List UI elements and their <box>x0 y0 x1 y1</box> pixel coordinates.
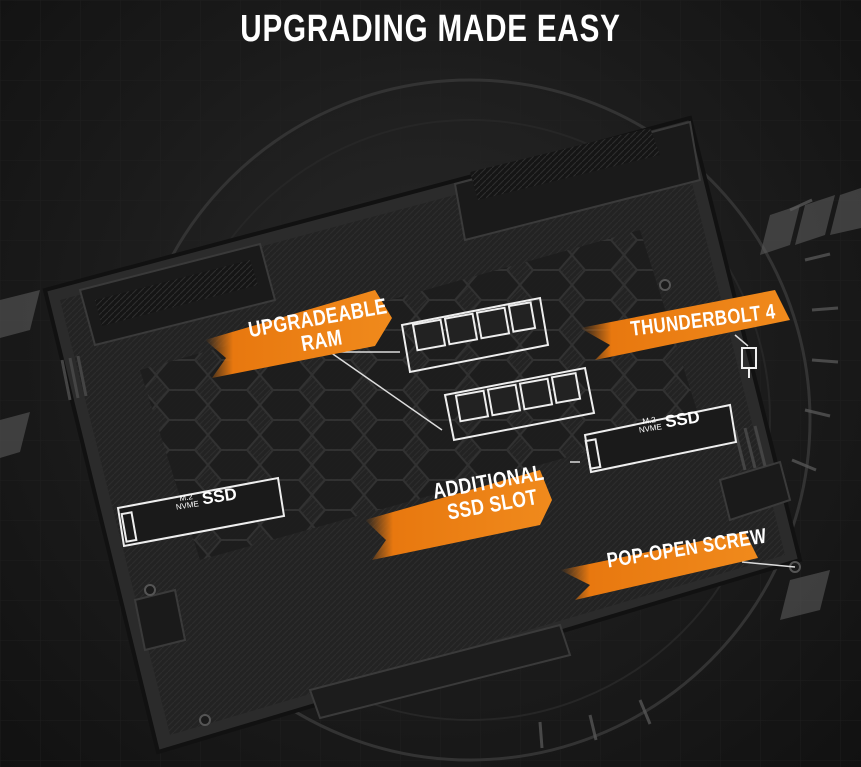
ssd-spec-left: M.2 NVME <box>174 492 199 512</box>
ssd-spec-right: M.2 NVME <box>637 415 662 435</box>
background-ticks <box>538 198 839 749</box>
callout-brush-strokes <box>205 290 790 600</box>
ssd-type-right: NVME <box>638 422 663 435</box>
ram-slot-bottom <box>443 366 596 442</box>
ssd-module-right <box>583 403 738 474</box>
thunderbolt-port <box>741 347 757 378</box>
headline: UPGRADING MADE EASY <box>240 8 621 50</box>
ssd-module-left <box>116 476 286 548</box>
background-stripes <box>0 188 861 620</box>
ssd-type-left: NVME <box>175 499 200 512</box>
ram-slot-top <box>400 296 550 374</box>
